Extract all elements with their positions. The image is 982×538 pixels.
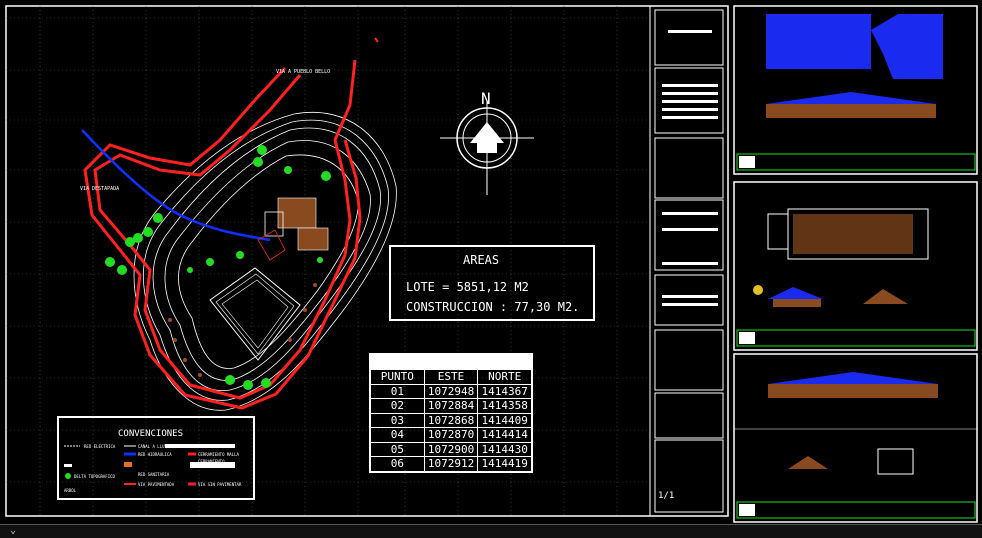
cell: 1072884 bbox=[425, 399, 479, 413]
legend-swatch-delta bbox=[65, 473, 71, 479]
coordinates-table: PUNTO ESTE NORTE 01 1072948 1414367 02 1… bbox=[369, 353, 533, 473]
title-block-text-bars bbox=[662, 30, 718, 306]
thumbnail-sheet-elevations[interactable] bbox=[733, 353, 978, 523]
cell: 06 bbox=[371, 457, 425, 471]
site-plan-drawing[interactable]: VIA A PUEBLO BELLO VIA DESTAPADA N AREAS… bbox=[0, 0, 982, 524]
areas-construccion: CONSTRUCCION : 77,30 M2. bbox=[406, 300, 579, 314]
legend-box bbox=[57, 416, 255, 500]
cell: 02 bbox=[371, 399, 425, 413]
legend-item: RED HIDRAULICA bbox=[138, 452, 172, 457]
coordinate-grid bbox=[6, 6, 650, 516]
cell: 01 bbox=[371, 384, 425, 398]
title-block bbox=[649, 5, 729, 517]
legend-title-underline bbox=[165, 444, 235, 448]
water-canal bbox=[81, 129, 271, 242]
legend-item: ARBOL bbox=[64, 488, 77, 493]
thumbnail-sheet-floorplan[interactable] bbox=[733, 181, 978, 351]
cell: 04 bbox=[371, 428, 425, 442]
cell: 1072868 bbox=[425, 413, 479, 427]
legend-swatch-block bbox=[190, 462, 235, 468]
legend-item: VIA PAVIMENTADA bbox=[138, 482, 175, 487]
cell: 1414409 bbox=[481, 413, 528, 427]
table-row: 05 1072900 1414430 bbox=[371, 441, 531, 456]
legend-title: CONVENCIONES bbox=[118, 429, 183, 439]
table-row: 02 1072884 1414358 bbox=[371, 398, 531, 413]
tree-group bbox=[105, 145, 331, 390]
shrub-group bbox=[168, 283, 317, 377]
legend-item: VIA SIN PAVIMENTAR bbox=[198, 482, 242, 487]
areas-lote: LOTE = 5851,12 M2 bbox=[406, 280, 529, 294]
cell: 1414358 bbox=[481, 399, 528, 412]
sheet-number: 1/1 bbox=[658, 491, 674, 501]
legend-item: CERRAMIENTO MALLA bbox=[198, 452, 240, 457]
table-row: 03 1072868 1414409 bbox=[371, 412, 531, 427]
cell: 1414367 bbox=[481, 384, 528, 398]
legend-item: RED ELECTRICA bbox=[84, 444, 116, 449]
command-line[interactable]: ⌄ bbox=[0, 524, 982, 538]
cell: 1072900 bbox=[425, 442, 479, 456]
property-boundary bbox=[83, 59, 362, 410]
table-row: 06 1072912 1414419 bbox=[371, 456, 531, 471]
legend-item: RED SANITARIA bbox=[138, 472, 170, 477]
table-header-row: PUNTO ESTE NORTE bbox=[371, 369, 531, 384]
road-label-pueblo-bello: VIA A PUEBLO BELLO bbox=[276, 69, 330, 75]
building-footprint bbox=[209, 197, 329, 361]
thumbnail-sheet-roof[interactable] bbox=[733, 5, 978, 175]
cell: 1072912 bbox=[425, 457, 479, 471]
cell: 1072870 bbox=[425, 428, 479, 442]
column-header: NORTE bbox=[488, 370, 522, 383]
cell: 03 bbox=[371, 413, 425, 427]
sheet-thumbnails[interactable] bbox=[733, 4, 982, 524]
north-letter: N bbox=[481, 89, 491, 108]
cell: 1072948 bbox=[425, 384, 479, 398]
cell: 1414414 bbox=[481, 428, 528, 441]
table-row: 01 1072948 1414367 bbox=[371, 383, 531, 398]
legend-item: CANAL A LLUVIAS bbox=[138, 444, 175, 449]
legend-swatch-sanitary bbox=[64, 464, 72, 467]
column-header: ESTE bbox=[425, 370, 479, 384]
north-arrow-icon bbox=[440, 100, 534, 195]
chevron-down-icon[interactable]: ⌄ bbox=[10, 525, 17, 536]
table-header-bar bbox=[371, 355, 531, 369]
legend-swatch-sanitary-orange bbox=[124, 462, 132, 467]
legend-item: DELTA TOPOGRAFICO bbox=[74, 474, 116, 479]
table-row: 04 1072870 1414414 bbox=[371, 427, 531, 442]
road-label-destapada: VIA DESTAPADA bbox=[80, 186, 119, 192]
cell: 1414419 bbox=[481, 457, 528, 470]
areas-box bbox=[389, 245, 595, 321]
legend-item: CERRAMIENTO bbox=[198, 459, 225, 464]
column-header: PUNTO bbox=[371, 370, 425, 384]
boundary-tick bbox=[374, 37, 379, 43]
cell: 05 bbox=[371, 442, 425, 456]
cell: 1414430 bbox=[481, 442, 528, 456]
areas-title: AREAS bbox=[463, 253, 499, 267]
